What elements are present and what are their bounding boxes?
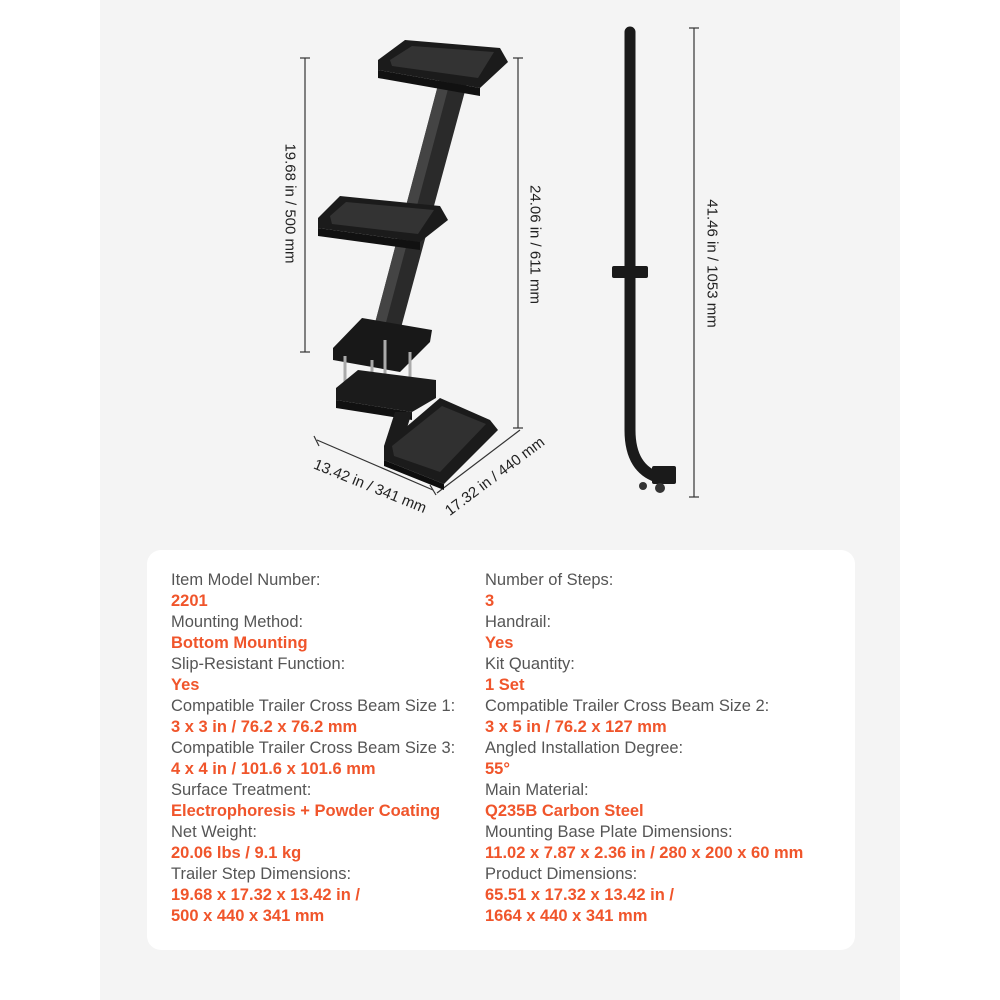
- dimension-lines: [300, 27, 699, 498]
- spec-item: Slip-Resistant Function: Yes: [171, 655, 346, 694]
- spec-item: Item Model Number: 2201: [171, 571, 321, 610]
- step-assembly: [318, 40, 508, 490]
- dimension-handrail-height: 41.46 in / 1053 mm: [703, 199, 721, 328]
- spec-item: Mounting Method: Bottom Mounting: [171, 613, 308, 652]
- spec-card: Item Model Number: 2201 Mounting Method:…: [147, 550, 855, 950]
- spec-column-left: Item Model Number: 2201 Mounting Method:…: [171, 570, 455, 927]
- dimension-overall-height: 24.06 in / 611 mm: [526, 185, 544, 304]
- spec-item: Net Weight: 20.06 lbs / 9.1 kg: [171, 823, 302, 862]
- spec-item: Handrail: Yes: [485, 613, 552, 652]
- spec-item: Mounting Base Plate Dimensions: 11.02 x …: [485, 823, 804, 862]
- spec-item: Kit Quantity: 1 Set: [485, 655, 575, 694]
- product-illustration: [300, 26, 699, 498]
- spec-item: Main Material: Q235B Carbon Steel: [485, 781, 644, 820]
- spec-item: Surface Treatment: Electrophoresis + Pow…: [171, 781, 441, 820]
- spec-item: Compatible Trailer Cross Beam Size 3: 4 …: [171, 739, 456, 778]
- spec-item: Product Dimensions: 65.51 x 17.32 x 13.4…: [485, 865, 674, 925]
- handrail: [612, 26, 676, 493]
- spec-item: Compatible Trailer Cross Beam Size 2: 3 …: [485, 697, 770, 736]
- dimension-step-height: 19.68 in / 500 mm: [281, 143, 299, 264]
- spec-item: Angled Installation Degree: 55°: [485, 739, 684, 778]
- spec-item: Number of Steps: 3: [485, 571, 614, 610]
- spec-item: Compatible Trailer Cross Beam Size 1: 3 …: [171, 697, 456, 736]
- product-figure: 19.68 in / 500 mm 24.06 in / 611 mm 13.4…: [281, 26, 721, 519]
- spec-column-right: Number of Steps: 3 Handrail: Yes Kit Qua…: [485, 570, 803, 927]
- spec-item: Trailer Step Dimensions: 19.68 x 17.32 x…: [171, 865, 360, 925]
